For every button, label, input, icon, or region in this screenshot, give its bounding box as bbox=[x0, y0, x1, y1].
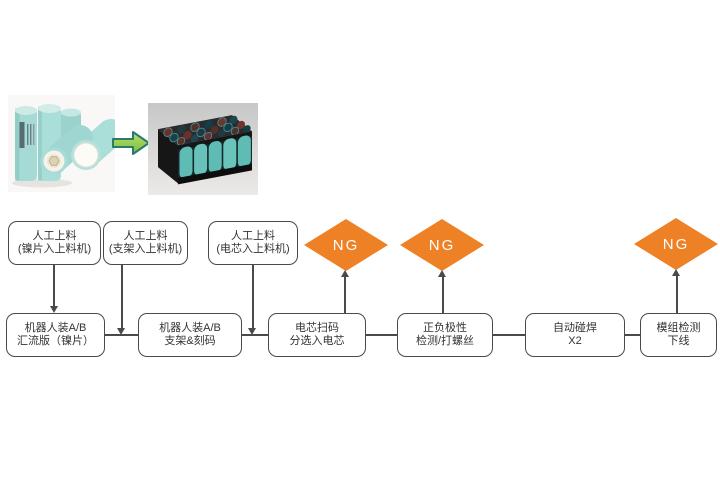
ng-label: NG bbox=[428, 236, 456, 254]
box-module-check-offline: 模组检测 下线 bbox=[640, 313, 717, 357]
box-line: 支架&刻码 bbox=[164, 335, 216, 347]
arrowhead-up-icon bbox=[340, 270, 349, 277]
ng-line-2 bbox=[442, 276, 444, 313]
ng-line-1 bbox=[344, 276, 346, 313]
box-line: 检测/打螺丝 bbox=[415, 335, 475, 347]
box-line: 人工上料 bbox=[32, 229, 77, 242]
ng-diamond-2: NG bbox=[400, 219, 484, 271]
arrowhead-down-icon bbox=[49, 306, 58, 313]
connector-d-e bbox=[493, 334, 525, 336]
ng-diamond-1: NG bbox=[304, 219, 388, 271]
box-line: (电芯入上料机) bbox=[216, 243, 290, 255]
box-line: 汇流版（镍片） bbox=[17, 335, 94, 347]
arrowhead-down-icon bbox=[117, 328, 126, 335]
box-line: (镍片入上料机) bbox=[17, 243, 92, 255]
box-polarity-check-screw: 正负极性 检测/打螺丝 bbox=[397, 313, 493, 357]
box-manual-load-cell: 人工上料 (电芯入上料机) bbox=[208, 221, 298, 265]
feed-line-bracket bbox=[121, 265, 123, 328]
box-line: 分选入电芯 bbox=[289, 335, 345, 347]
ng-label: NG bbox=[662, 235, 690, 253]
box-cell-scan-sort: 电芯扫码 分选入电芯 bbox=[268, 313, 366, 357]
battery-cells-photo bbox=[8, 95, 115, 192]
feed-line-cell bbox=[252, 265, 254, 328]
box-robot-bracket-coding: 机器人装A/B 支架&刻码 bbox=[138, 313, 242, 357]
box-line: X2 bbox=[568, 335, 582, 347]
box-robot-busbar: 机器人装A/B 汇流版（镍片） bbox=[6, 313, 105, 357]
connector-c-d bbox=[366, 334, 397, 336]
box-line: 人工上料 bbox=[231, 229, 275, 242]
box-manual-load-bracket: 人工上料 (支架入上料机) bbox=[103, 221, 188, 265]
box-auto-spot-weld: 自动碰焊 X2 bbox=[525, 313, 625, 357]
box-line: 下线 bbox=[667, 335, 690, 347]
feed-line-nickel bbox=[53, 265, 55, 307]
box-line: (支架入上料机) bbox=[108, 243, 183, 255]
box-line: 人工上料 bbox=[123, 229, 168, 242]
box-line: 机器人装A/B bbox=[159, 321, 221, 334]
box-line: 机器人装A/B bbox=[24, 321, 87, 334]
box-line: 电芯扫码 bbox=[295, 321, 339, 334]
green-right-arrow-icon bbox=[112, 131, 150, 155]
box-line: 正负极性 bbox=[423, 321, 467, 334]
box-line: 模组检测 bbox=[656, 321, 701, 334]
box-line: 自动碰焊 bbox=[553, 321, 597, 334]
arrowhead-down-icon bbox=[248, 328, 257, 335]
ng-line-3 bbox=[676, 275, 678, 313]
box-manual-load-nickel: 人工上料 (镍片入上料机) bbox=[8, 221, 101, 265]
arrowhead-up-icon bbox=[438, 270, 447, 277]
arrowhead-up-icon bbox=[672, 269, 681, 276]
ng-diamond-3: NG bbox=[634, 218, 718, 270]
connector-e-f bbox=[625, 334, 640, 336]
battery-module-photo bbox=[148, 103, 258, 195]
ng-label: NG bbox=[332, 236, 360, 254]
